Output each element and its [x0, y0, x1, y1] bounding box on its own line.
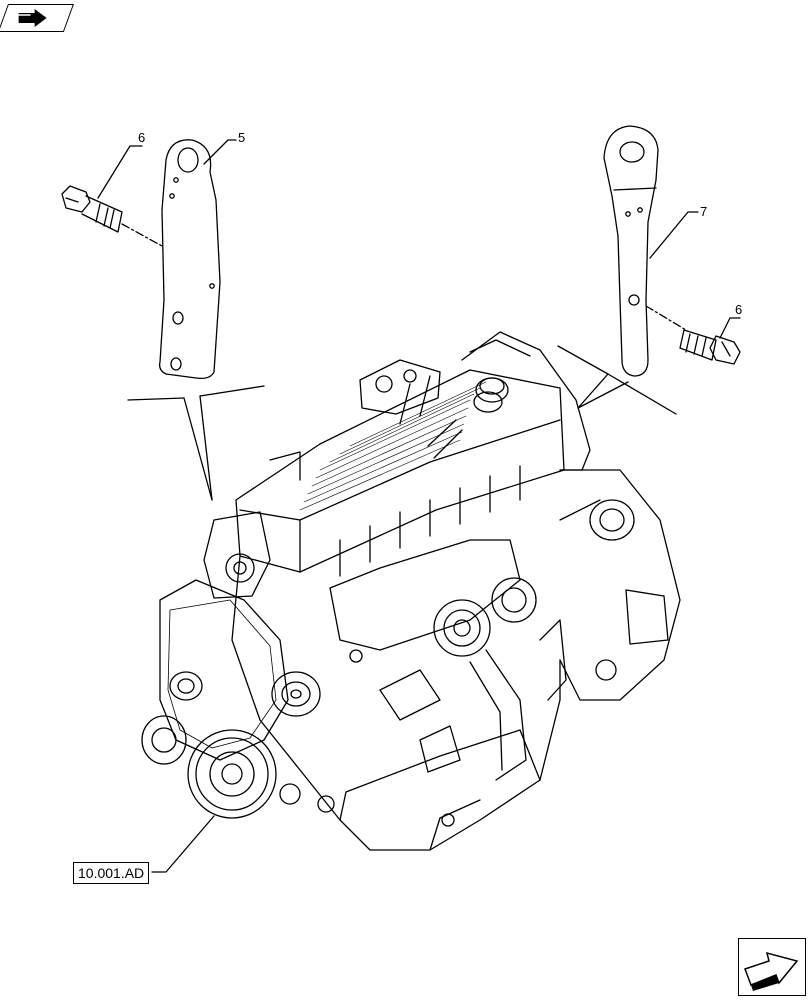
nav-previous-button[interactable]: [0, 4, 75, 32]
bolt-left: [61, 185, 123, 233]
callout-bolt-left: 6: [138, 130, 145, 145]
callout-bolt-right: 6: [735, 302, 742, 317]
engine-assembly: [141, 331, 681, 851]
bracket-left: [158, 139, 221, 380]
reference-link[interactable]: 10.001.AD: [73, 862, 150, 884]
callout-bracket-right: 7: [700, 204, 707, 219]
bracket-right: [603, 125, 659, 377]
nav-next-button[interactable]: [738, 938, 806, 996]
callout-bracket-left: 5: [238, 130, 245, 145]
bolt-right: [679, 329, 741, 365]
arrow-next-icon: [744, 951, 799, 991]
arrow-previous-icon: [16, 9, 47, 27]
